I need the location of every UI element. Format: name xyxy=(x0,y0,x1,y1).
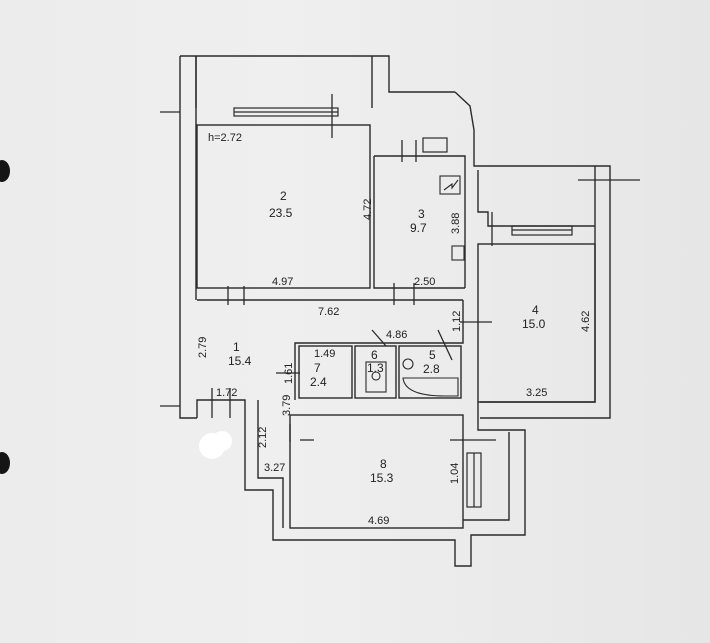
dimension-entry-width: 1.72 xyxy=(216,387,238,399)
dimension-passage-width: 3.27 xyxy=(264,462,286,474)
room-4-area: 15.0 xyxy=(522,317,546,331)
dimension-room-4-width: 3.25 xyxy=(526,387,548,399)
outer-walls xyxy=(179,55,611,567)
room-8-number: 8 xyxy=(380,457,387,471)
room-4-number: 4 xyxy=(532,303,539,317)
room-3-area: 9.7 xyxy=(410,221,427,235)
dimension-passage-height: 2.12 xyxy=(257,426,269,448)
dimension-room-7-height: 1.61 xyxy=(283,362,295,384)
room-6-number: 6 xyxy=(371,348,378,362)
dimension-room-7-width: 1.49 xyxy=(314,348,336,360)
interior-walls xyxy=(196,124,596,529)
fixtures xyxy=(365,175,465,397)
dimension-room-4-height: 4.62 xyxy=(580,310,592,332)
dimension-service-block-length: 4.86 xyxy=(386,329,408,341)
room-6-area: 1.3 xyxy=(367,361,384,375)
dimension-room-3-width: 2.50 xyxy=(414,276,436,288)
room-8-area: 15.3 xyxy=(370,471,394,485)
dimension-room-2-width: 4.97 xyxy=(272,276,294,288)
binder-hole-top xyxy=(0,160,10,182)
room-5-number: 5 xyxy=(429,348,436,362)
white-correction-mark xyxy=(199,431,232,459)
windows xyxy=(233,107,573,508)
dimension-room-3-height: 3.88 xyxy=(450,212,462,234)
room-2-area: 23.5 xyxy=(269,206,293,220)
ceiling-height-label: h=2.72 xyxy=(208,132,242,144)
dimension-room-8-width: 4.69 xyxy=(368,515,390,527)
wall-ticks xyxy=(160,94,640,442)
dimension-room-5-height: 1.12 xyxy=(451,310,463,332)
dimension-room-8-height: 1.04 xyxy=(449,462,461,484)
room-7-number: 7 xyxy=(314,361,321,375)
room-5-area: 2.8 xyxy=(423,362,440,376)
room-7-area: 2.4 xyxy=(310,375,327,389)
dimension-corridor-height: 3.79 xyxy=(281,394,293,416)
dimension-corridor-length: 7.62 xyxy=(318,306,340,318)
dimension-room-1-height: 2.79 xyxy=(197,336,209,358)
binder-hole-bottom xyxy=(0,452,10,474)
room-3-number: 3 xyxy=(418,207,425,221)
room-2-number: 2 xyxy=(280,189,287,203)
room-1-area: 15.4 xyxy=(228,354,252,368)
dimension-room-2-height: 4.72 xyxy=(362,198,374,220)
room-1-number: 1 xyxy=(233,340,240,354)
